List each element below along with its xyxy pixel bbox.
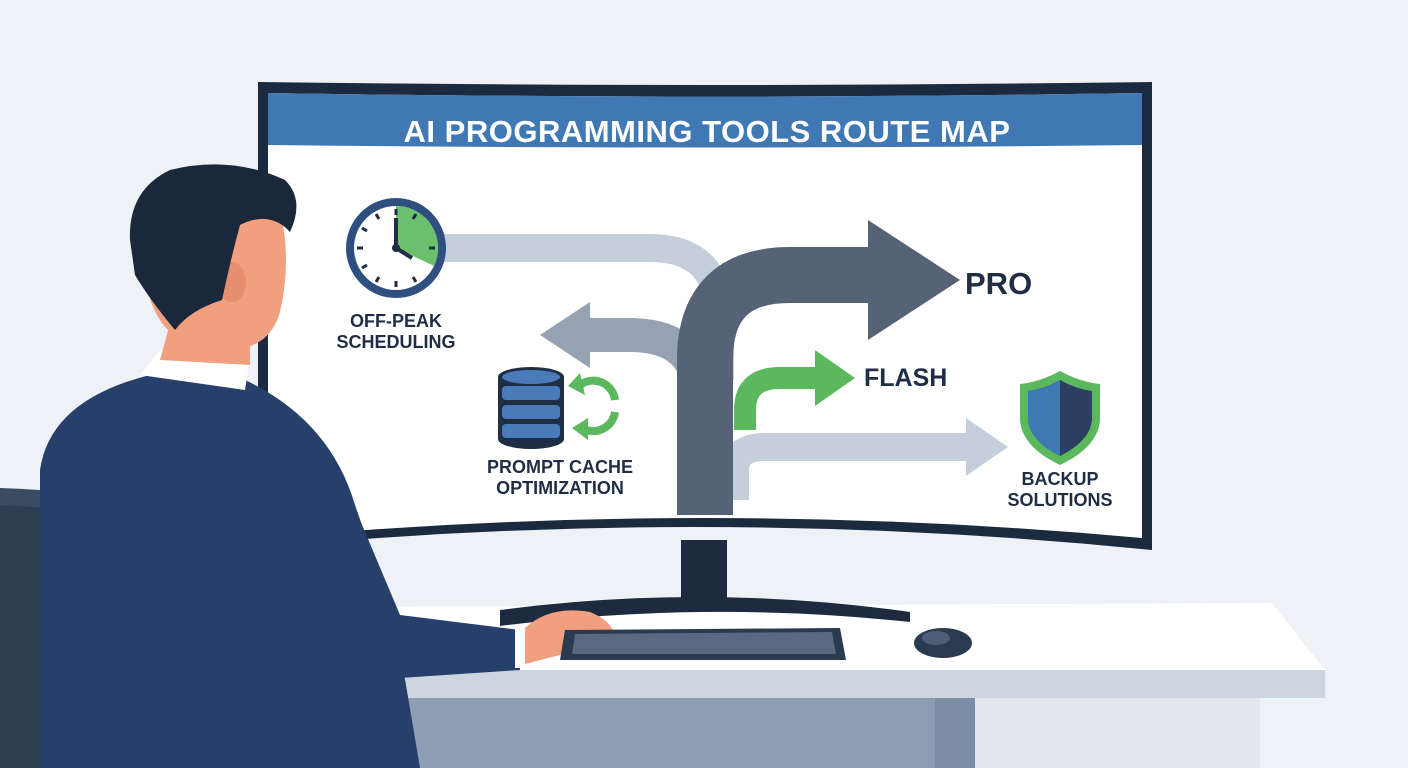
keyboard-keys	[572, 632, 836, 654]
backup-label: BACKUP SOLUTIONS	[1007, 469, 1113, 510]
clock-icon	[346, 198, 446, 298]
screen-title: AI PROGRAMMING TOOLS ROUTE MAP	[403, 114, 1011, 149]
pro-label: PRO	[965, 266, 1033, 301]
prompt-cache-label: PROMPT CACHE OPTIMIZATION	[486, 457, 633, 498]
shield-icon	[1020, 371, 1100, 465]
database-sync-icon	[498, 367, 619, 449]
flash-label: FLASH	[864, 364, 948, 392]
pro-route-arrow	[677, 220, 960, 515]
title-bar	[268, 93, 1142, 148]
monitor-stand	[500, 540, 910, 626]
backup-route-arrow	[721, 418, 1008, 500]
flash-route-arrow	[734, 350, 855, 430]
person	[40, 164, 615, 768]
off-peak-label: OFF-PEAK SCHEDULING	[336, 311, 456, 352]
